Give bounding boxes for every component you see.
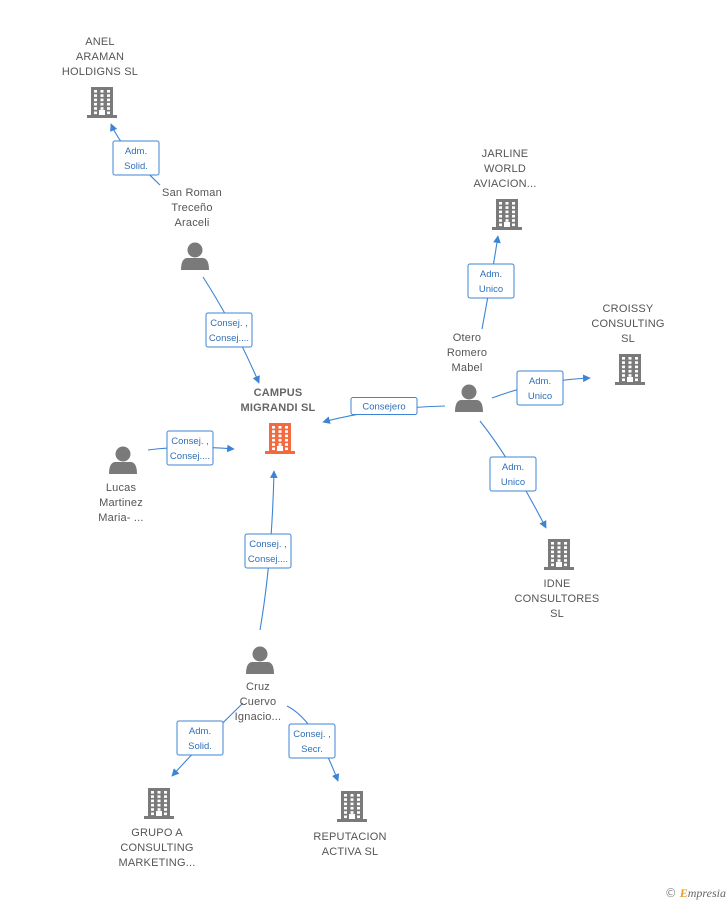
- node-label-text: HOLDIGNS SL: [62, 66, 138, 78]
- edge-label-text: Unico: [479, 284, 503, 295]
- node-label-text: SL: [621, 333, 635, 345]
- node-label-text: CONSULTING: [120, 842, 193, 854]
- copyright-icon: ©: [664, 886, 677, 900]
- edge-label-box[interactable]: [205, 312, 253, 348]
- edge-label-text: Consej. ,: [171, 436, 209, 447]
- edge-label-box[interactable]: [489, 456, 537, 492]
- building-icon: [492, 199, 522, 230]
- node-label-text: Cruz: [246, 681, 270, 693]
- node-label-text: Lucas: [106, 482, 137, 494]
- edge-label-box[interactable]: [467, 263, 515, 299]
- empresia-watermark: © Empresia: [665, 886, 726, 901]
- node-label-text: AVIACION...: [473, 178, 536, 190]
- edge-otero-to-jarline: Adm. Unico: [467, 235, 515, 330]
- building-icon: [144, 788, 174, 819]
- edge-label-text: Solid.: [124, 161, 148, 172]
- edges-layer: Adm.Solid.Consej. ,Consej....Adm.UnicoAd…: [110, 123, 591, 782]
- node-label-text: REPUTACION: [313, 831, 386, 843]
- edge-label-text: Adm.: [480, 269, 502, 280]
- edge-label-text: Consej....: [209, 333, 249, 344]
- nodes-layer: CAMPUS MIGRANDI SL ANEL ARAMAN HOLDIGNS SL JA…: [62, 36, 665, 869]
- edge-label-box[interactable]: [244, 533, 292, 569]
- node-label-text: CROISSY: [603, 303, 654, 315]
- node-label-text: WORLD: [484, 163, 526, 175]
- edge-label-text: Solid.: [188, 741, 212, 752]
- node-grupo[interactable]: GRUPO A CONSULTING MARKETING...: [119, 788, 196, 869]
- building-icon: [87, 87, 117, 118]
- person-icon: [455, 384, 483, 412]
- edge-label-text: Consej....: [248, 554, 288, 565]
- node-label-text: SL: [550, 608, 564, 620]
- edge-otero-to-campus: Consejero: [322, 397, 446, 424]
- node-label-text: Cuervo: [240, 696, 277, 708]
- edge-otero-to-croissy: Adm. Unico: [491, 370, 591, 406]
- building-icon: [337, 791, 367, 822]
- node-label-text: Maria- ...: [98, 512, 143, 524]
- edge-cruz-to-grupo: Adm. Solid.: [171, 702, 244, 777]
- edge-cruz-to-campus: Consej. , Consej....: [244, 470, 292, 631]
- edge-cruz-to-reputacion: Consej. , Secr.: [286, 705, 340, 782]
- edge-label-text: Secr.: [301, 744, 323, 755]
- node-label-text: San Roman: [162, 187, 222, 199]
- node-label-text: CONSULTING: [591, 318, 664, 330]
- node-label-text: Araceli: [174, 217, 209, 229]
- node-anel[interactable]: ANEL ARAMAN HOLDIGNS SL: [62, 36, 138, 118]
- edge-label-text: Consejero: [362, 402, 405, 413]
- edge-label-text: Consej. ,: [293, 729, 331, 740]
- edge-label-text: Adm.: [502, 462, 524, 473]
- edge-label-text: Adm.: [189, 726, 211, 737]
- node-jarline[interactable]: JARLINE WORLD AVIACION...: [473, 148, 536, 230]
- node-croissy[interactable]: CROISSY CONSULTING SL: [591, 303, 664, 385]
- node-lucas[interactable]: LucasMartinezMaria- ...: [98, 446, 144, 525]
- edge-lucas-to-campus: Consej. , Consej....: [147, 430, 235, 466]
- node-label-text: GRUPO A: [131, 827, 183, 839]
- building-icon: [265, 423, 295, 454]
- node-label-text: Mabel: [452, 362, 483, 374]
- edge-label-text: Consej....: [170, 451, 210, 462]
- person-icon: [181, 242, 209, 270]
- node-label-text: Martinez: [99, 497, 143, 509]
- node-label-text: MARKETING...: [119, 857, 196, 869]
- edge-label-box[interactable]: [176, 720, 224, 756]
- node-campus[interactable]: CAMPUS MIGRANDI SL: [241, 387, 316, 454]
- edge-label-box[interactable]: [516, 370, 564, 406]
- node-label-text: ARAMAN: [76, 51, 124, 63]
- edge-label-text: Consej. ,: [210, 318, 248, 329]
- edge-sanroman-to-campus: Consej. , Consej....: [202, 276, 260, 384]
- node-label-text: Romero: [447, 347, 487, 359]
- node-label-text: Ignacio...: [235, 711, 282, 723]
- node-reputacion[interactable]: REPUTACION ACTIVA SL: [313, 791, 386, 858]
- edge-label-text: Unico: [501, 477, 525, 488]
- node-label-text: ACTIVA SL: [322, 846, 379, 858]
- edge-label-box[interactable]: [166, 430, 214, 466]
- edge-label-text: Adm.: [529, 376, 551, 387]
- node-cruz[interactable]: CruzCuervoIgnacio...: [235, 646, 282, 724]
- node-label-text: Otero: [453, 332, 482, 344]
- edge-label-box[interactable]: [112, 140, 160, 176]
- person-icon: [109, 446, 137, 474]
- edge-label-text: Unico: [528, 391, 552, 402]
- brand-name: mpresia: [687, 886, 726, 900]
- person-icon: [246, 646, 274, 674]
- building-icon: [615, 354, 645, 385]
- node-label-text: CAMPUS: [254, 387, 303, 399]
- node-label-text: IDNE: [543, 578, 570, 590]
- brand-initial: E: [679, 886, 688, 900]
- edge-otero-to-idne: Adm. Unico: [479, 420, 547, 529]
- edge-sanroman-to-anel: Adm. Solid.: [110, 123, 161, 186]
- node-label-text: Treceño: [171, 202, 212, 214]
- node-label-text: ANEL: [85, 36, 115, 48]
- node-label-text: JARLINE: [482, 148, 529, 160]
- edge-label-text: Adm.: [125, 146, 147, 157]
- edge-label-text: Consej. ,: [249, 539, 287, 550]
- node-label-text: MIGRANDI SL: [241, 402, 316, 414]
- building-icon: [544, 539, 574, 570]
- node-idne[interactable]: IDNE CONSULTORES SL: [515, 539, 600, 620]
- edge-label-box[interactable]: [350, 397, 418, 415]
- edge-label-box[interactable]: [288, 723, 336, 759]
- node-label-text: CONSULTORES: [515, 593, 600, 605]
